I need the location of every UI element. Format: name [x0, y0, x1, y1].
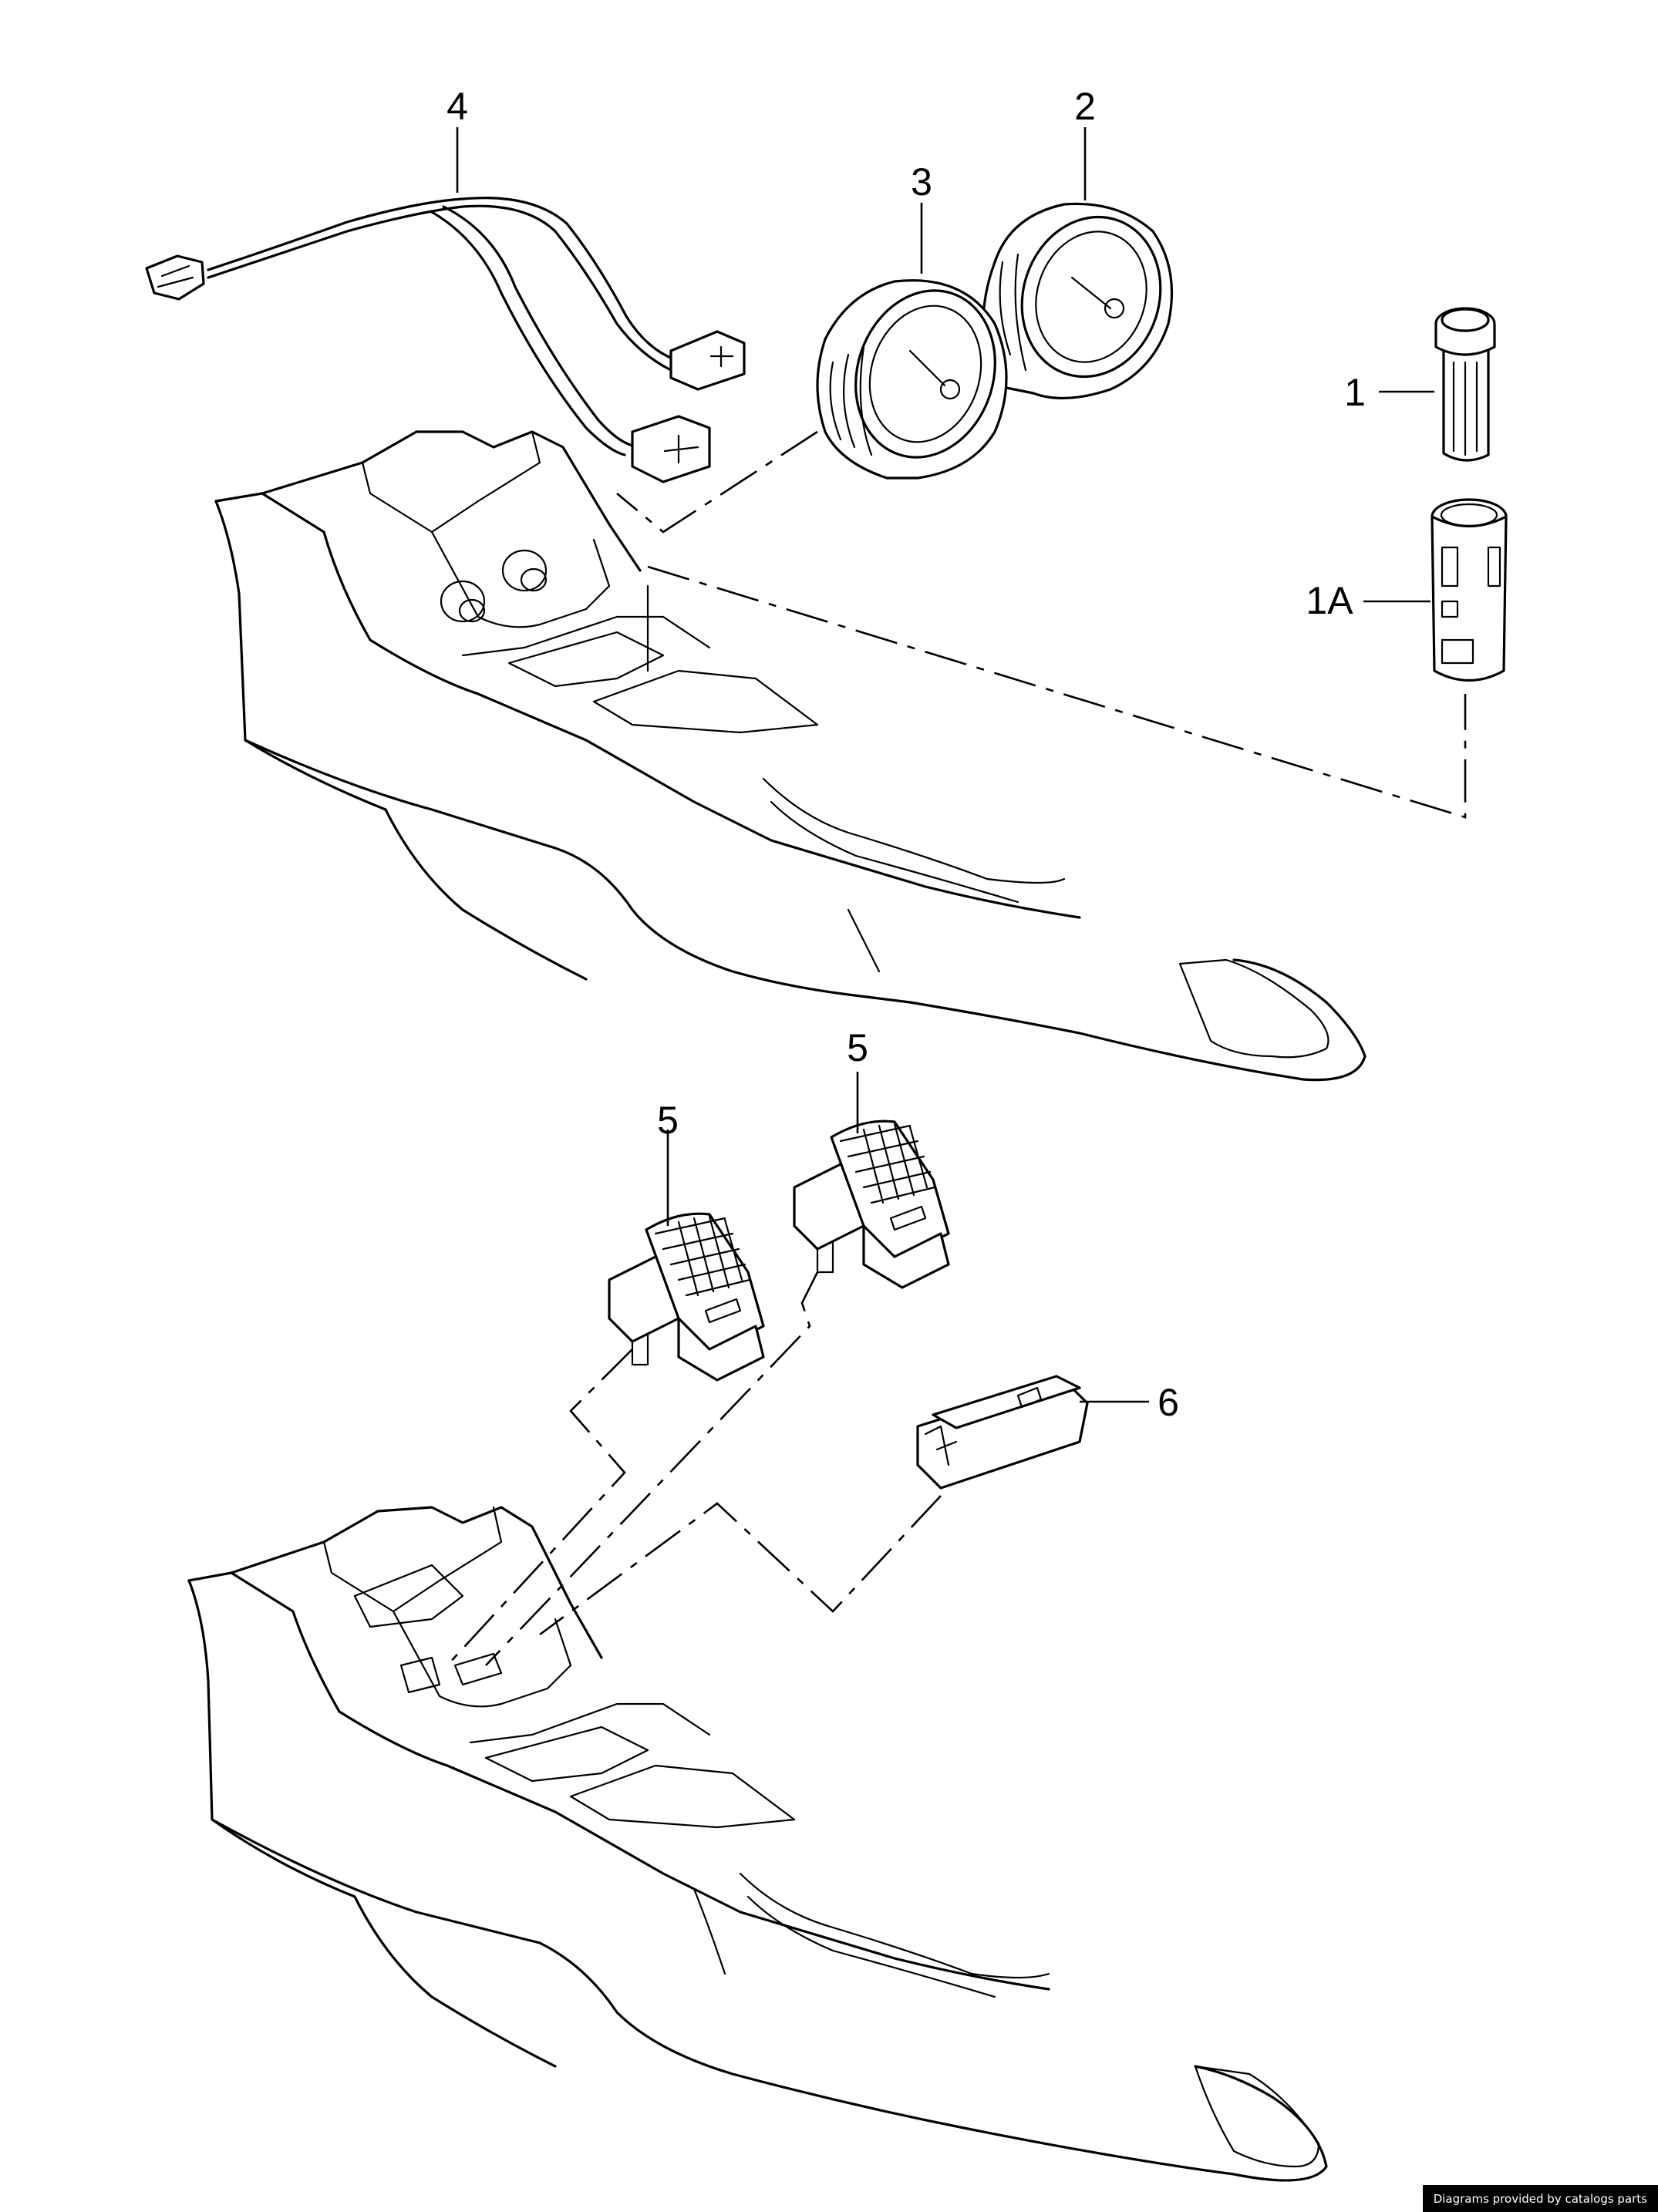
leader-lines-upper [456, 127, 1434, 603]
callout-part-1a: 1A [1306, 579, 1353, 622]
window-switch-right [793, 1119, 950, 1289]
callout-part-1: 1 [1344, 371, 1366, 414]
callout-part-6: 6 [1158, 1381, 1179, 1424]
callout-part-4: 4 [447, 85, 468, 128]
gauge-pod [816, 202, 1174, 480]
footer-credit: Diagrams provided by catalogs parts [1422, 2185, 1658, 2212]
wiring-harness [145, 197, 746, 483]
callout-part-2: 2 [1074, 85, 1096, 128]
connection-lines-upper [616, 430, 1467, 819]
callout-part-3: 3 [911, 160, 932, 204]
callout-part-5-right: 5 [847, 1026, 868, 1069]
callout-part-5-left: 5 [657, 1099, 679, 1142]
leader-lines-lower [666, 1072, 1149, 1403]
window-switch-left [608, 1212, 765, 1382]
cigarette-lighter [1431, 307, 1508, 682]
center-console-upper [214, 430, 1367, 1082]
connection-lines-lower [447, 1271, 942, 1666]
center-console-lower [187, 1506, 1328, 2182]
hazard-switch [916, 1375, 1089, 1490]
